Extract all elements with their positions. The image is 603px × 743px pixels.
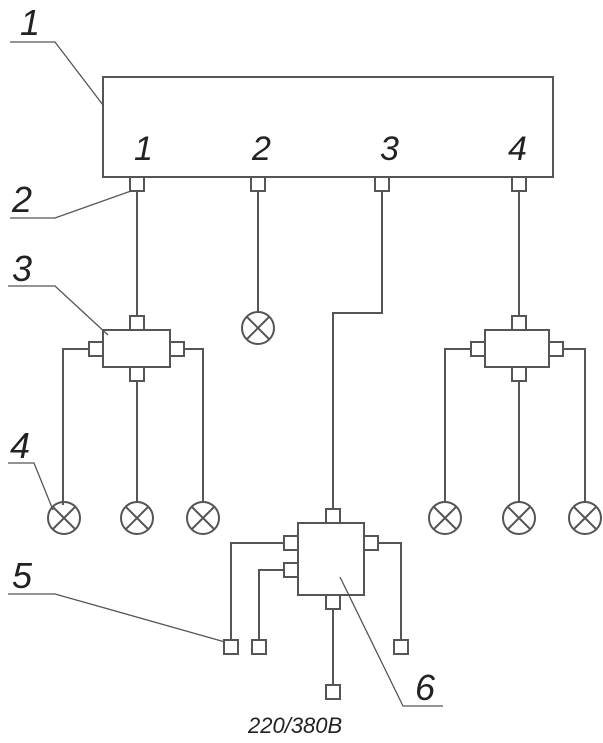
- callout-leader-5: [8, 593, 226, 643]
- panel-terminal-1: [129, 176, 145, 192]
- branch-line-right-3: [563, 348, 586, 503]
- callout-leader-3: [8, 285, 109, 336]
- panel-output-2: 2: [251, 130, 271, 168]
- callout-6: 6: [415, 667, 436, 708]
- feeder-line-3: [332, 191, 383, 509]
- lamp-icon: [120, 501, 154, 535]
- socket-line-2: [258, 569, 284, 640]
- lamp-icon: [502, 501, 536, 535]
- callout-3: 3: [12, 248, 32, 289]
- callout-2: 2: [11, 179, 32, 220]
- voltage-label: 220/380В: [247, 713, 342, 738]
- lamp-icon: [568, 501, 602, 535]
- junction-box-center: [283, 508, 379, 610]
- socket-line-3: [378, 542, 402, 640]
- lamp-icon: [47, 501, 81, 535]
- socket-3: [393, 639, 409, 655]
- panel-terminal-2: [250, 176, 266, 192]
- panel-terminal-4: [511, 176, 527, 192]
- callout-5: 5: [12, 555, 33, 596]
- supply-terminal: [325, 684, 341, 700]
- junction-box-right: [470, 315, 564, 382]
- branch-line-left-3: [184, 348, 204, 503]
- lamp-icon: [186, 501, 220, 535]
- junction-box-left: [88, 315, 185, 382]
- branch-line-left-1: [62, 348, 89, 505]
- callout-leader-6: [339, 576, 443, 707]
- callout-leader-1: [10, 41, 104, 106]
- socket-line-1: [230, 542, 284, 640]
- callout-leader-2: [10, 190, 132, 219]
- lamp-icon: [241, 311, 275, 345]
- panel-output-4: 4: [508, 130, 527, 168]
- callout-4: 4: [10, 425, 30, 466]
- panel-terminal-3: [374, 176, 390, 192]
- socket-2: [251, 639, 267, 655]
- panel-output-3: 3: [380, 130, 399, 168]
- lamp-icon: [428, 501, 462, 535]
- branch-line-right-1: [444, 348, 471, 503]
- distribution-panel: [102, 76, 554, 178]
- socket-1: [223, 639, 239, 655]
- panel-output-1: 1: [134, 130, 153, 168]
- callout-1: 1: [20, 2, 40, 43]
- callout-leader-4: [8, 462, 54, 511]
